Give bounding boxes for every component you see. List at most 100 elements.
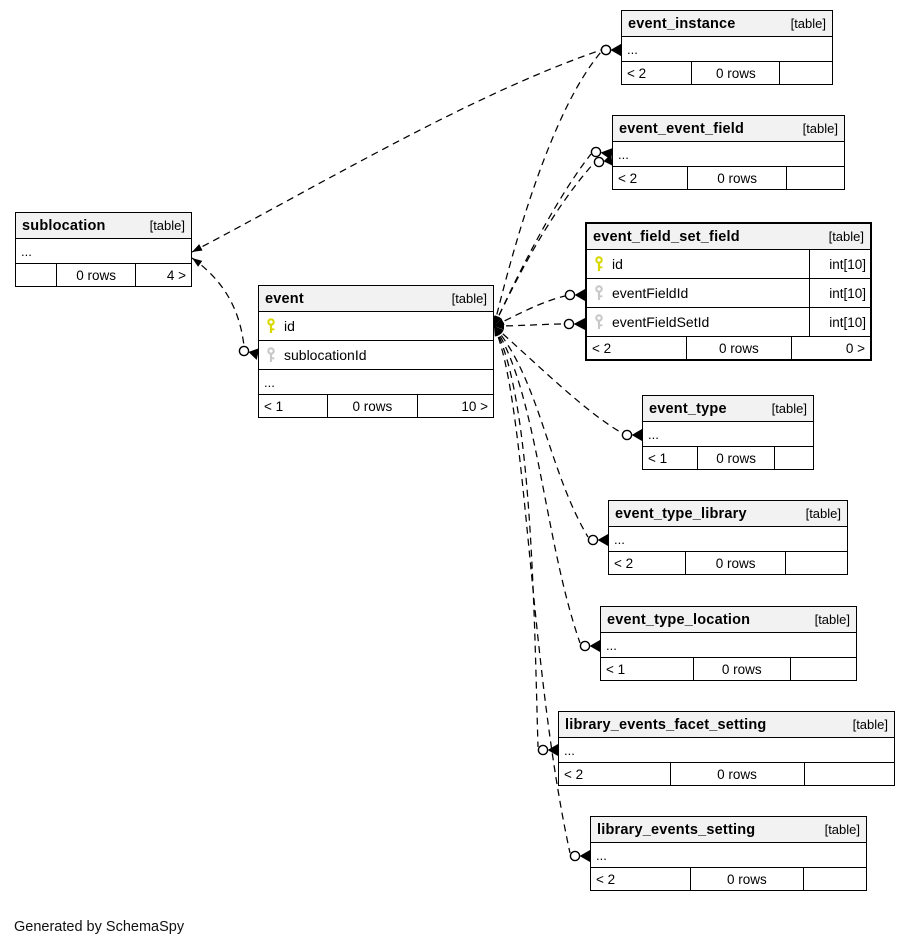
edge-line (493, 325, 539, 748)
edge-line (493, 323, 565, 327)
edge-arrowhead (494, 326, 502, 337)
parent-count-cell: < 2 (614, 555, 634, 571)
table-header[interactable]: event_type_library[table] (609, 501, 847, 527)
zero-cardinality-dot (590, 146, 602, 158)
child-count-cell (789, 658, 856, 680)
generator-note: Generated by SchemaSpy (14, 919, 185, 935)
table-library_events_facet_setting[interactable]: library_events_facet_setting[table]...< … (558, 711, 895, 786)
zero-cardinality-dot (593, 156, 605, 168)
edge-line (493, 153, 592, 327)
primary-key-icon (595, 256, 603, 271)
table-header[interactable]: event_type[table] (643, 396, 813, 422)
column-name: eventFieldId (612, 285, 689, 301)
zero-cardinality-dot (587, 534, 599, 546)
parent-count-cell: < 2 (596, 871, 616, 887)
column-name: id (284, 318, 295, 334)
zero-cardinality-dot (238, 345, 250, 357)
table-tag: [table] (802, 121, 838, 136)
child-count-cell (786, 167, 844, 189)
table-name: event_instance (628, 15, 736, 32)
child-count-cell (803, 763, 894, 785)
hidden-columns-ellipsis: ... (643, 422, 813, 447)
relationship-event-to-event_event_field (493, 154, 613, 327)
edge-line (493, 162, 595, 327)
table-header[interactable]: event_instance [table] (622, 11, 832, 37)
column-name: sublocationId (284, 347, 367, 363)
parent-count-cell: < 2 (627, 65, 647, 81)
table-stats-row: < 2 0 rows (613, 167, 844, 189)
parent-count-cell: < 2 (592, 340, 612, 356)
table-event_event_field[interactable]: event_event_field [table]... < 2 0 rows (612, 115, 845, 190)
table-name: event_type (649, 400, 727, 417)
table-name: library_events_facet_setting (565, 716, 767, 733)
column-name: eventFieldSetId (612, 314, 710, 330)
parent-count-cell: < 1 (648, 450, 668, 466)
row-count-cell: 0 rows (56, 264, 135, 286)
table-name: event_field_set_field (593, 228, 740, 245)
edge-line (493, 325, 589, 538)
parent-count-cell: < 2 (618, 170, 638, 186)
table-header[interactable]: event_field_set_field [table] (587, 224, 870, 250)
child-count-cell: 10 > (416, 395, 493, 417)
row-count-cell: 0 rows (691, 62, 779, 84)
table-stats-row: < 2 0 rows (591, 868, 866, 890)
edge-arrowhead (494, 322, 504, 330)
relationship-event-to-event_field_set_field.eventFieldId (493, 289, 585, 327)
table-tag: [table] (828, 229, 864, 244)
table-header[interactable]: sublocation [table] (16, 213, 191, 239)
table-header[interactable]: library_events_facet_setting[table] (559, 712, 894, 738)
table-header[interactable]: event_event_field [table] (613, 116, 844, 142)
hidden-columns-ellipsis: ... (609, 527, 847, 552)
relationship-event-to-event_type_location (493, 325, 600, 652)
row-count-cell: 0 rows (690, 868, 803, 890)
table-tag: [table] (149, 218, 185, 233)
column-type: int[10] (809, 308, 870, 336)
edge-arrowhead (494, 315, 502, 326)
crowfoot-arrow (547, 744, 558, 756)
table-header[interactable]: event_type_location[table] (601, 607, 856, 633)
row-count-cell: 0 rows (686, 167, 786, 189)
child-count-cell: 0 > (790, 337, 870, 359)
crowfoot-arrow (603, 154, 613, 166)
foreign-key-icon (595, 314, 603, 329)
column-row-eventFieldSetId[interactable]: eventFieldSetId int[10] (587, 308, 870, 337)
edge-arrowhead (192, 244, 203, 252)
column-row-sublocationId[interactable]: sublocationId (259, 341, 493, 370)
crowfoot-arrow (574, 289, 585, 301)
table-header[interactable]: event[table] (259, 286, 493, 312)
hidden-columns-ellipsis: ... (613, 142, 844, 167)
row-count-cell: 0 rows (697, 447, 774, 469)
relationship-event-to-event_type (493, 325, 642, 441)
child-count-cell: 4 > (135, 264, 191, 286)
child-count-cell (779, 62, 832, 84)
table-name: sublocation (22, 217, 106, 234)
relationship-event-to-library_events_facet_setting (493, 325, 558, 756)
child-count-cell (773, 447, 813, 469)
parent-count-cell: < 1 (606, 661, 626, 677)
zero-cardinality-dot (564, 289, 576, 301)
column-row-id[interactable]: id (259, 312, 493, 341)
table-name: event_event_field (619, 120, 745, 137)
row-count-cell: 0 rows (326, 395, 417, 417)
crowfoot-arrow (597, 534, 608, 546)
table-library_events_setting[interactable]: library_events_setting[table]... < 2 0 row… (590, 816, 867, 891)
hidden-columns-ellipsis: ... (591, 843, 866, 868)
table-event_type[interactable]: event_type[table]... < 1 0 rows (642, 395, 814, 470)
table-tag: [table] (790, 16, 826, 31)
relationship-sublocation-to-event.sublocationId (191, 257, 260, 360)
table-tag: [table] (805, 506, 841, 521)
table-header[interactable]: library_events_setting[table] (591, 817, 866, 843)
